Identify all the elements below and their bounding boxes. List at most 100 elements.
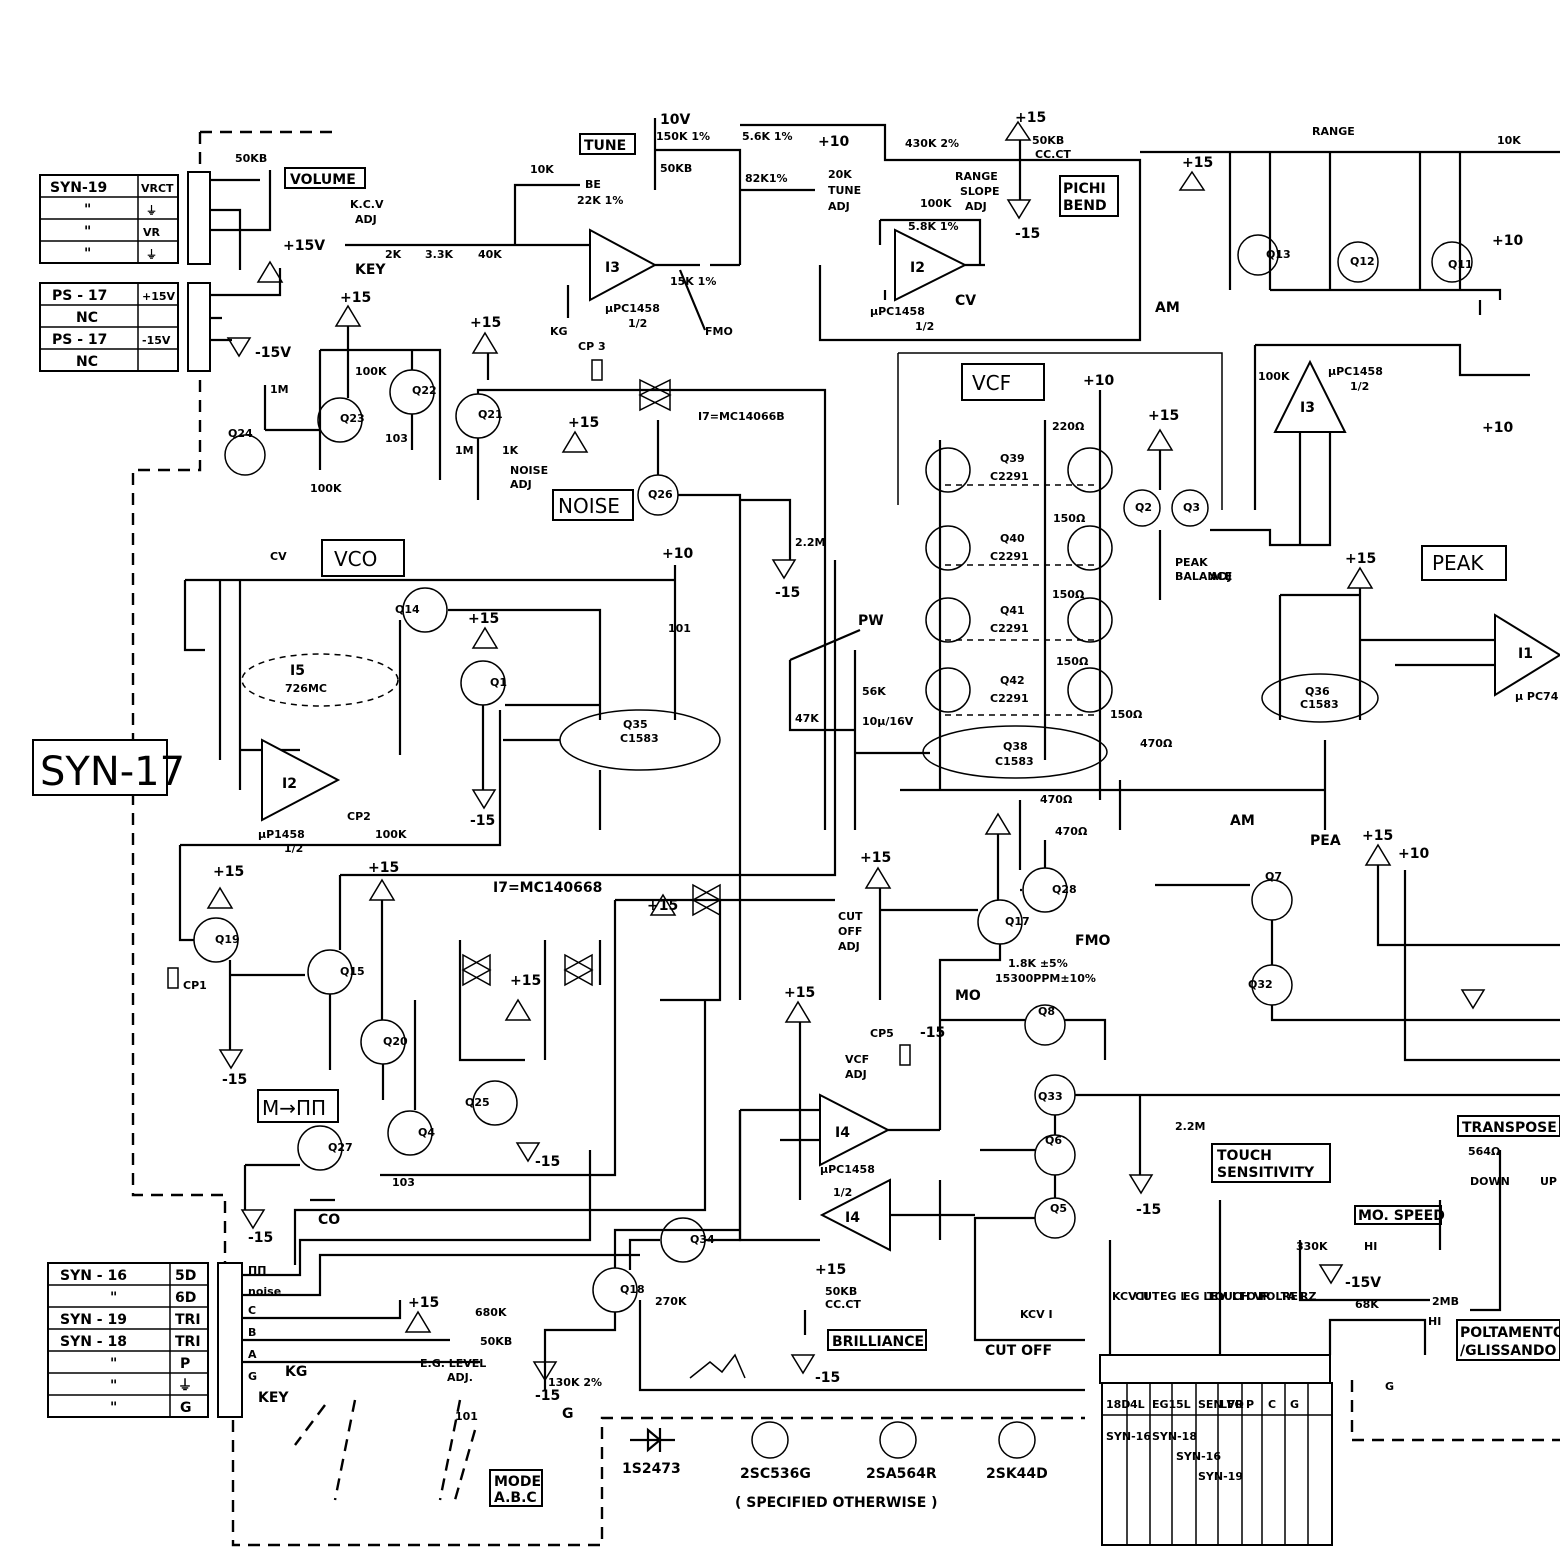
svg-text:KG: KG (285, 1364, 307, 1380)
svg-text:20K: 20K (828, 168, 852, 181)
svg-text:I5: I5 (290, 663, 305, 679)
noise-gen-section: Q24 Q23 Q22 Q21 +15 +15 1M 100K 103 100K… (224, 290, 827, 1000)
svg-text:PEAK: PEAK (1175, 556, 1208, 569)
svg-text:-15: -15 (535, 1388, 560, 1404)
svg-text:68K: 68K (1355, 1298, 1379, 1311)
svg-text:50KB: 50KB (235, 152, 267, 165)
peak-label: PEAK (1432, 551, 1484, 575)
svg-text:+15: +15 (510, 973, 541, 989)
svg-text:50KB: 50KB (480, 1335, 512, 1348)
svg-text:B: B (248, 1326, 256, 1339)
svg-text:μ PC74: μ PC74 (1515, 690, 1559, 703)
svg-text:Q5: Q5 (1050, 1202, 1067, 1215)
connector-right-table: 18D 4L EG1 5L SEN VR LFO P C G SYN-16 SY… (1099, 1115, 1560, 1546)
svg-text:Q39: Q39 (1000, 452, 1025, 465)
svg-text:10K: 10K (1497, 134, 1521, 147)
svg-text:P: P (1246, 1398, 1254, 1411)
svg-text:FMO: FMO (705, 325, 733, 338)
svg-text:+10: +10 (662, 546, 693, 562)
svg-text:+15: +15 (468, 611, 499, 627)
legend-note: ( SPECIFIED OTHERWISE ) (735, 1495, 938, 1511)
connector-bottom-table: SYN - 16 5D " 6D SYN - 19 TRI SYN - 18 T… (47, 1150, 640, 1418)
svg-text:-15: -15 (470, 813, 495, 829)
svg-text:47K: 47K (795, 712, 819, 725)
svg-text:-15: -15 (535, 1154, 560, 1170)
svg-text:CP2: CP2 (347, 810, 371, 823)
svg-text:TRI: TRI (175, 1312, 201, 1328)
svg-text:+15: +15 (784, 985, 815, 1001)
svg-text:5L: 5L (1176, 1398, 1191, 1411)
svg-text:CP 3: CP 3 (578, 340, 606, 353)
svg-text:AM: AM (1155, 300, 1180, 316)
svg-text:-15: -15 (1136, 1202, 1161, 1218)
svg-text:+15: +15 (408, 1295, 439, 1311)
pitch-bend-label-1: PICHI (1063, 181, 1106, 197)
svg-text:330K: 330K (1296, 1240, 1328, 1253)
svg-text:KCV I: KCV I (1020, 1308, 1053, 1321)
vco-section: VCO CV I5 726MC I2 μP1458 1/2 CP2 Q14 Q1… (183, 539, 721, 855)
svg-text:I7=MC14066B: I7=MC14066B (698, 410, 785, 423)
ic-i3-right (1273, 359, 1347, 433)
svg-text:Q19: Q19 (215, 933, 240, 946)
svg-text:Q13: Q13 (1266, 248, 1291, 261)
svg-text:CO: CO (318, 1212, 340, 1228)
svg-text:150K 1%: 150K 1% (656, 130, 710, 143)
svg-text:P: P (180, 1356, 190, 1372)
legend-diode: 1S2473 (622, 1461, 681, 1477)
conn-pw-board-0: PS - 17 (52, 288, 107, 304)
svg-text:Q7: Q7 (1265, 870, 1282, 883)
q13-transistor (1237, 234, 1279, 276)
board-title: SYN-17 (32, 739, 185, 796)
svg-text:+15: +15 (340, 290, 371, 306)
svg-text:Q1: Q1 (490, 676, 507, 689)
svg-text:-15: -15 (248, 1230, 273, 1246)
q27-transistor (297, 1125, 343, 1171)
svg-text:Q25: Q25 (465, 1096, 490, 1109)
svg-text:-15: -15 (1015, 226, 1040, 242)
mode-label-1: MODE (494, 1474, 541, 1490)
svg-text:-15: -15 (222, 1072, 247, 1088)
svg-text:270K: 270K (655, 1295, 687, 1308)
svg-text:150Ω: 150Ω (1052, 588, 1085, 601)
svg-text:AM: AM (1230, 813, 1255, 829)
conn-top-board-1: " (84, 202, 91, 218)
svg-text:Q14: Q14 (395, 603, 420, 616)
svg-text:430K 2%: 430K 2% (905, 137, 959, 150)
svg-text:+15: +15 (860, 850, 891, 866)
svg-text:+15: +15 (1148, 408, 1179, 424)
legend-npn: 2SC536G (740, 1466, 811, 1482)
svg-text:ADJ: ADJ (355, 213, 377, 226)
svg-text:50KB: 50KB (825, 1285, 857, 1298)
svg-text:CP1: CP1 (183, 979, 207, 992)
svg-text:": " (110, 1356, 117, 1372)
svg-text:2.2M: 2.2M (1175, 1120, 1205, 1133)
svg-text:Q36: Q36 (1305, 685, 1330, 698)
svg-text:+15: +15 (368, 860, 399, 876)
svg-text:SLOPE: SLOPE (960, 185, 999, 198)
svg-text:Q6: Q6 (1045, 1134, 1062, 1147)
svg-text:I2: I2 (910, 260, 925, 276)
svg-text:82K1%: 82K1% (745, 172, 788, 185)
vcf-control-section: +15 VCF ADJ CP5 -15 I4 I4 μPC1458 1/2 +1… (738, 985, 975, 1386)
i5-outline (241, 653, 399, 707)
svg-text:470Ω: 470Ω (1040, 793, 1073, 806)
legend: 1S2473 2SC536G 2SA564R 2SK44D ( SPECIFIE… (622, 1421, 1048, 1511)
svg-text:Q20: Q20 (383, 1035, 408, 1048)
svg-text:EG L: EG L (1160, 1290, 1187, 1303)
noise-label: NOISE (558, 494, 620, 518)
svg-text:+15: +15 (568, 415, 599, 431)
svg-text:564Ω: 564Ω (1468, 1145, 1501, 1158)
svg-text:PEA: PEA (1310, 833, 1341, 849)
range-section: RANGE 10K +15 +10 Q13 Q12 Q11 (1140, 125, 1560, 315)
svg-text:15K 1%: 15K 1% (670, 275, 716, 288)
q3-transistor (1171, 489, 1209, 527)
svg-text:I4: I4 (835, 1125, 850, 1141)
svg-text:Q42: Q42 (1000, 674, 1025, 687)
svg-text:UP: UP (1540, 1175, 1557, 1188)
svg-text:CUT: CUT (1135, 1290, 1160, 1303)
svg-text:I4: I4 (845, 1210, 860, 1226)
conn-pw-board-2: PS - 17 (52, 332, 107, 348)
svg-text:103: 103 (392, 1176, 415, 1189)
svg-text:Q34: Q34 (690, 1233, 715, 1246)
